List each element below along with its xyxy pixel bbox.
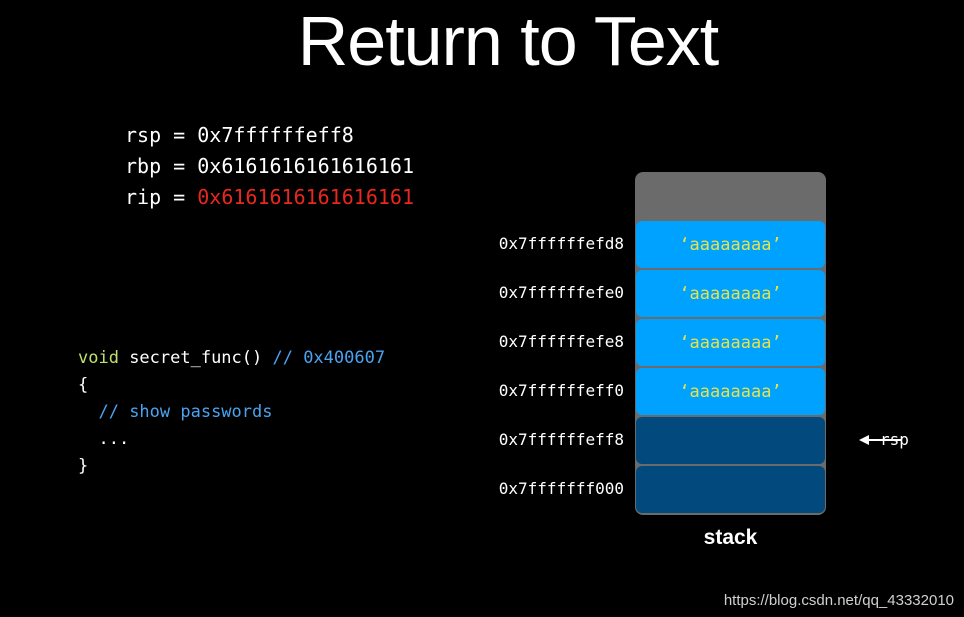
code-indent [78,402,98,422]
stack-address: 0x7ffffffefe8 [498,332,624,351]
code-line: } [78,456,89,476]
register-rsp: rsp = 0x7ffffffeff8 [125,123,354,147]
register-name: rip [125,185,162,209]
register-rip: rip = 0x6161616161616161 [125,185,414,209]
stack-address: 0x7fffffff000 [498,479,624,498]
code-line: { [78,375,89,395]
stack-address: 0x7ffffffefe0 [498,283,624,302]
stack-address: 0x7ffffffefd8 [498,234,624,253]
register-name: rsp [125,123,162,147]
register-panel: rsp = 0x7ffffffeff8 rbp = 0x616161616161… [125,120,414,213]
stack-cell-content: ‘aaaaaaaa’ [679,381,782,402]
code-comment: // show passwords [98,402,273,422]
watermark: https://blog.csdn.net/qq_43332010 [723,592,954,609]
stack-label: stack [703,526,758,549]
slide-title: Return to Text [297,2,720,80]
code-signature: secret_func() [118,348,273,368]
rsp-arrow-icon [859,435,901,445]
stack-address: 0x7ffffffeff0 [498,381,624,400]
stack-cell: ‘aaaaaaaa’ [636,221,825,268]
stack-cell-content: ‘aaaaaaaa’ [679,332,782,353]
code-snippet: void secret_func() // 0x400607 { // show… [78,345,385,480]
stack-address: 0x7ffffffeff8 [498,430,624,449]
code-line: void secret_func() // 0x400607 [78,345,385,372]
code-line: // show passwords [78,399,385,426]
stack-cell-content: ‘aaaaaaaa’ [679,234,782,255]
register-rbp: rbp = 0x6161616161616161 [125,154,414,178]
stack-cell: ‘aaaaaaaa’ [636,270,825,317]
rsp-pointer-label: rsp [880,430,909,449]
stack-cell: ‘aaaaaaaa’ [636,319,825,366]
stack-cell [636,417,825,464]
stack-cell [636,466,825,513]
stack-cell-content: ‘aaaaaaaa’ [679,283,782,304]
register-value-highlighted: 0x6161616161616161 [197,185,414,209]
register-value: 0x7ffffffeff8 [197,123,354,147]
register-name: rbp [125,154,162,178]
stack-diagram: ‘aaaaaaaa’ ‘aaaaaaaa’ ‘aaaaaaaa’ ‘aaaaaaaa’ [635,172,826,515]
stack-cell: ‘aaaaaaaa’ [636,368,825,415]
code-comment: // 0x400607 [272,348,386,368]
code-line: ... [78,429,130,449]
code-keyword: void [78,348,119,368]
register-value: 0x6161616161616161 [197,154,414,178]
